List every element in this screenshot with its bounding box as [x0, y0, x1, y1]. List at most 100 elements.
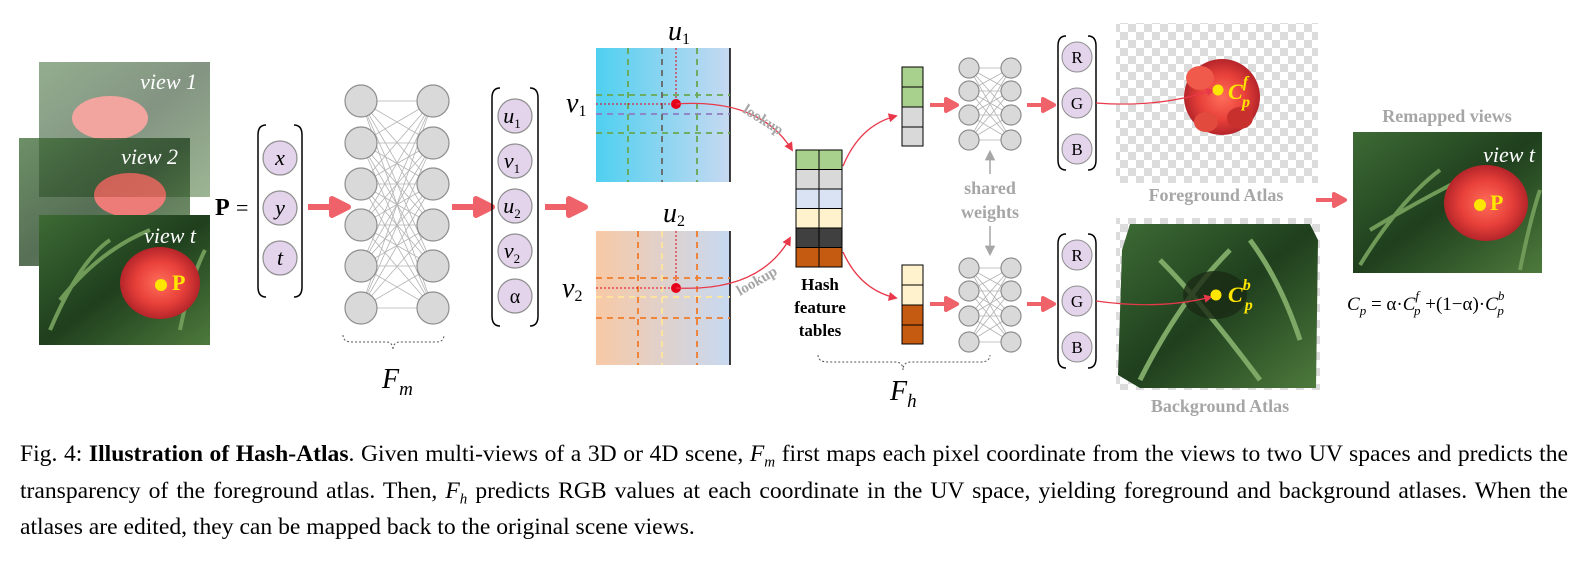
hash-table-cell [795, 188, 820, 209]
arrow-to-uv-spaces [545, 196, 588, 218]
rgb-to-foreground-arrow [1095, 88, 1215, 105]
view-point-marker [155, 279, 167, 291]
hash-to-bottom-arrow [842, 251, 898, 301]
background-atlas-label: Background Atlas [1151, 396, 1289, 416]
rgb-bottom-r: R [1071, 246, 1083, 265]
hash-table-cell [795, 208, 820, 229]
lookup-arrow-bottom [675, 236, 791, 289]
hash-atlas-diagram: view 1 view 2 view t P P = x y t Fm [19, 16, 1542, 416]
network-node [416, 84, 450, 118]
hash-table-cell [795, 169, 820, 190]
remapped-view-label: view t [1483, 142, 1536, 167]
uv2-v-label: v2 [562, 273, 582, 305]
uv1-v-label: v1 [566, 88, 586, 120]
network-node [958, 280, 980, 302]
uv-space-2 [596, 231, 731, 365]
arrow-to-rgb-top [1027, 97, 1056, 113]
hash-label-line1: Hash [801, 275, 839, 294]
foreground-point-marker [1212, 84, 1224, 96]
rgb-network-bottom [958, 257, 1022, 353]
output-u2: u2 [503, 193, 521, 221]
shared-weights-line2: weights [961, 202, 1019, 222]
hash-table-cell [818, 188, 843, 209]
caption-title: Illustration of Hash-Atlas [88, 441, 349, 467]
feature-vector-bottom [901, 264, 924, 345]
arrow-feature-to-mlp-bottom [930, 296, 959, 312]
rgb-top-b: B [1071, 140, 1082, 159]
arrow-feature-to-mlp-top [930, 97, 959, 113]
network-node [958, 57, 980, 79]
network-node [958, 331, 980, 353]
hash-table-cell [818, 247, 843, 268]
view-1-label: view 1 [140, 69, 197, 94]
fh-brace [817, 354, 991, 371]
caption-fm-symbol: Fm [749, 441, 776, 471]
network-node [958, 305, 980, 327]
mapping-network [344, 84, 450, 325]
rgb-output-bottom: R G B [1057, 233, 1097, 369]
hash-table-cell [795, 227, 820, 248]
hash-table-cell [795, 149, 820, 170]
caption-prefix: Fig. 4: [20, 441, 89, 467]
view-t-label: view t [144, 223, 197, 248]
network-node [1000, 104, 1022, 126]
input-point-symbol: P [215, 195, 230, 221]
uv-space-1 [596, 48, 731, 182]
rgb-to-background-arrow [1095, 294, 1213, 306]
network-node [416, 167, 450, 201]
background-point-marker [1210, 289, 1222, 301]
arrow-to-mapping-net [308, 196, 351, 218]
network-node [416, 208, 450, 242]
caption-fh-symbol: Fh [445, 477, 468, 508]
fm-label: Fm [381, 364, 413, 400]
figure-caption: Fig. 4: Illustration of Hash-Atlas. Give… [20, 440, 1568, 541]
hash-table-cell [795, 247, 820, 268]
hash-label-line3: tables [799, 321, 842, 340]
caption-text-1: . Given multi-views of a 3D or 4D scene, [348, 441, 750, 467]
hash-label-line2: feature [794, 298, 846, 317]
rgb-bottom-b: B [1071, 338, 1082, 357]
lookup-label-top: lookup [740, 102, 786, 139]
network-node [1000, 80, 1022, 102]
rgb-bottom-g: G [1071, 292, 1083, 311]
network-node [1000, 257, 1022, 279]
network-node [344, 126, 378, 160]
caption-text-3: predicts RGB values at each coordinate i… [20, 477, 1568, 541]
lookup-arrow-top [675, 102, 793, 152]
network-node [344, 291, 378, 325]
arrow-to-uv-outputs [452, 196, 495, 218]
fh-label: Fh [889, 376, 917, 412]
output-u1: u1 [503, 103, 521, 131]
remapped-views-title: Remapped views [1382, 106, 1512, 126]
coord-x: x [274, 145, 285, 170]
background-atlas-image [1116, 218, 1320, 390]
caption-text-2: first maps each pixel coordinate from th… [20, 441, 1568, 504]
network-node [416, 249, 450, 283]
input-views: view 1 view 2 view t P [19, 62, 210, 345]
network-node [1000, 280, 1022, 302]
rgb-output-top: R G B [1057, 35, 1097, 171]
coord-y: y [273, 195, 285, 220]
network-node [958, 104, 980, 126]
output-v2: v2 [504, 238, 520, 266]
remapped-point-label: P [1490, 190, 1503, 215]
rgb-network-top [958, 57, 1022, 151]
hash-feature-tables [795, 149, 843, 268]
hash-table-cell [818, 169, 843, 190]
uv1-u-label: u1 [668, 16, 690, 48]
view-point-label: P [172, 270, 185, 295]
network-node [344, 249, 378, 283]
network-node [416, 291, 450, 325]
output-alpha: α [510, 286, 521, 308]
network-node [958, 129, 980, 151]
foreground-atlas-label: Foreground Atlas [1149, 185, 1284, 205]
equals-sign: = [236, 195, 248, 220]
fm-brace [342, 334, 445, 351]
network-node [344, 167, 378, 201]
feature-vector-top [901, 66, 924, 147]
network-node [1000, 129, 1022, 151]
network-node [416, 126, 450, 160]
rgb-top-g: G [1071, 94, 1083, 113]
